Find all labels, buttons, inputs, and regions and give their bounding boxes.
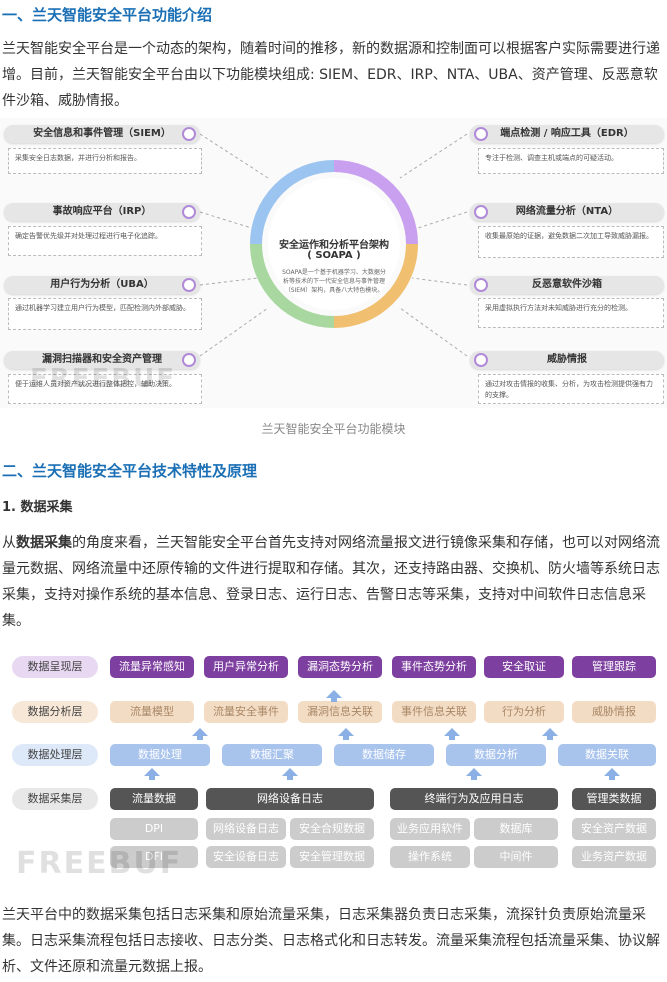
layer-label-presentation: 数据呈现层 — [12, 656, 98, 678]
module-irp: 事故响应平台（IRP） — [4, 203, 200, 221]
para-rest: 的角度来看，兰天智能安全平台首先支持对网络流量报文进行镜像采集和存储，也可以对网… — [2, 535, 660, 629]
closing-paragraph: 兰天平台中的数据采集包括日志采集和原始流量采集，日志采集器负责日志采集，流探针负… — [2, 907, 660, 975]
collection-head: 管理类数据 — [572, 788, 656, 810]
para-prefix: 从 — [2, 535, 16, 551]
module-siem: 安全信息和事件管理（SIEM） — [4, 125, 200, 143]
section2-paragraph: 从数据采集的角度来看，兰天智能安全平台首先支持对网络流量报文进行镜像采集和存储，… — [2, 530, 664, 634]
collection-item: 操作系统 — [390, 846, 470, 868]
collection-item: 数据库 — [474, 818, 558, 840]
module-vuln-asset: 漏洞扫描器和安全资产管理 — [4, 351, 200, 369]
ring-dot-icon — [474, 278, 488, 292]
ring-dot-icon — [474, 205, 488, 219]
figure1-caption: 兰天智能安全平台功能模块 — [261, 422, 406, 436]
connector-lines — [199, 133, 468, 357]
module-title: 事故响应平台（IRP） — [52, 206, 152, 217]
center-desc: SOAPA是一个基于机器学习、大数据分析等技术的下一代安全信息与事件管理（SIE… — [282, 269, 386, 294]
collection-item: 安全管理数据 — [290, 846, 374, 868]
module-desc: 通过机器学习建立用户行为模型，匹配检测内外部威胁。 — [8, 298, 202, 330]
layer-label-processing: 数据处理层 — [12, 744, 98, 766]
module-desc: 确定告警优先级并对处理过程进行电子化追踪。 — [8, 226, 202, 256]
module-title: 用户行为分析（UBA） — [50, 279, 154, 290]
analysis-item: 行为分析 — [484, 701, 564, 723]
watermark-logo: FREEBUF — [30, 364, 176, 394]
processing-item: 数据储存 — [334, 744, 434, 766]
data-architecture-diagram: 数据呈现层 数据分析层 数据处理层 数据采集层 流量异常感知 用户异常分析 漏洞… — [0, 648, 667, 884]
analysis-item: 流量安全事件 — [204, 701, 288, 723]
presentation-item: 流量异常感知 — [110, 656, 194, 678]
module-desc: 采集安全日志数据，并进行分析和报告。 — [8, 148, 202, 174]
module-uba: 用户行为分析（UBA） — [4, 276, 200, 294]
module-desc: 通过对攻击情报的收集、分析，为攻击检测提供强有力的支撑。 — [478, 374, 664, 404]
module-title: 威胁情报 — [547, 354, 587, 365]
section1-heading: 一、兰天智能安全平台功能介绍 — [2, 6, 213, 24]
sub-heading: 1. 数据采集 — [2, 500, 73, 515]
layer-label-analysis: 数据分析层 — [12, 701, 98, 723]
presentation-item: 用户异常分析 — [204, 656, 288, 678]
module-edr: 端点检测 / 响应工具（EDR） — [470, 125, 664, 143]
presentation-item: 管理跟踪 — [572, 656, 656, 678]
up-arrow-icon — [466, 768, 482, 780]
collection-item: 业务资产数据 — [572, 846, 656, 868]
collection-item: 网络设备日志 — [206, 818, 286, 840]
collection-item: 业务应用软件 — [390, 818, 470, 840]
module-desc: 便于运维人员对资产状况进行整体把控，辅助决策。 — [8, 374, 202, 404]
ring-dot-icon — [182, 205, 196, 219]
module-desc: 收集最原始的证据，避免数据二次加工导致威胁漏报。 — [478, 226, 664, 258]
up-arrow-icon — [444, 728, 460, 740]
processing-item: 数据关联 — [558, 744, 656, 766]
collection-item: 中间件 — [474, 846, 558, 868]
function-module-diagram: 安全运作和分析平台架构 ( SOAPA ) SOAPA是一个基于机器学习、大数据… — [0, 118, 667, 408]
module-title: 反恶意软件沙箱 — [532, 279, 602, 290]
module-desc: 采用虚拟执行方法对未知威胁进行充分的检测。 — [478, 298, 664, 328]
collection-item: 安全设备日志 — [206, 846, 286, 868]
presentation-item: 漏洞态势分析 — [298, 656, 382, 678]
collection-item: 安全资产数据 — [572, 818, 656, 840]
module-title: 网络流量分析（NTA） — [515, 206, 619, 217]
collection-head: 流量数据 — [110, 788, 198, 810]
analysis-item: 流量模型 — [110, 701, 194, 723]
section2-heading: 二、兰天智能安全平台技术特性及原理 — [2, 462, 258, 480]
up-arrow-icon — [326, 690, 342, 702]
watermark-logo: FREEBUF — [16, 846, 183, 881]
ring-dot-icon — [182, 353, 196, 367]
presentation-item: 安全取证 — [484, 656, 564, 678]
para-bold: 数据采集 — [16, 535, 72, 551]
collection-item: DPI — [110, 818, 198, 840]
section1-intro: 兰天智能安全平台是一个动态的架构，随着时间的推移，新的数据源和控制面可以根据客户… — [2, 41, 660, 109]
up-arrow-icon — [542, 728, 558, 740]
processing-item: 数据汇聚 — [222, 744, 322, 766]
processing-item: 数据处理 — [110, 744, 210, 766]
layer-label-collection: 数据采集层 — [12, 788, 98, 810]
center-title: 安全运作和分析平台架构 — [279, 240, 389, 251]
module-title: 端点检测 / 响应工具（EDR） — [500, 128, 634, 139]
module-nta: 网络流量分析（NTA） — [470, 203, 664, 221]
collection-item: 安全合规数据 — [290, 818, 374, 840]
module-desc: 专注于检测、调查主机或端点的可疑活动。 — [478, 148, 664, 174]
analysis-item: 威胁情报 — [572, 701, 656, 723]
analysis-item: 事件信息关联 — [392, 701, 476, 723]
up-arrow-icon — [144, 768, 160, 780]
up-arrow-icon — [282, 768, 298, 780]
processing-item: 数据分析 — [446, 744, 546, 766]
up-arrow-icon — [604, 768, 620, 780]
module-threat-intel: 威胁情报 — [470, 351, 664, 369]
up-arrow-icon — [192, 728, 208, 740]
center-subtitle: ( SOAPA ) — [307, 250, 361, 261]
collection-head: 网络设备日志 — [206, 788, 374, 810]
ring-dot-icon — [474, 353, 488, 367]
ring-dot-icon — [474, 127, 488, 141]
ring-dot-icon — [182, 127, 196, 141]
up-arrow-icon — [338, 728, 354, 740]
module-sandbox: 反恶意软件沙箱 — [470, 276, 664, 294]
analysis-item: 漏洞信息关联 — [298, 701, 382, 723]
module-title: 安全信息和事件管理（SIEM） — [33, 128, 171, 139]
presentation-item: 事件态势分析 — [392, 656, 476, 678]
flow-arrows — [144, 690, 620, 780]
collection-head: 终端行为及应用日志 — [390, 788, 558, 810]
collection-item: DFI — [110, 846, 198, 868]
module-title: 漏洞扫描器和安全资产管理 — [42, 354, 162, 365]
ring-dot-icon — [182, 278, 196, 292]
